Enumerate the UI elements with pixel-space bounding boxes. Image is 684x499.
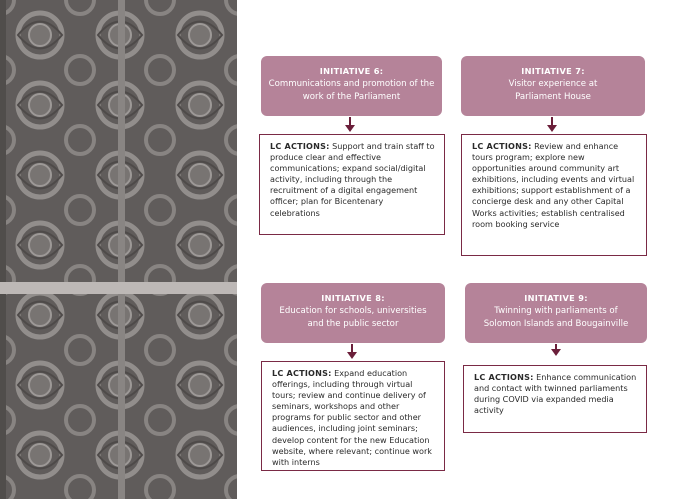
initiative-6-arrow <box>345 117 355 132</box>
initiative-7-actions-text: Review and enhance tours program; explor… <box>472 141 635 229</box>
initiative-8-actions: LC ACTIONS: Expand education offerings, … <box>261 361 445 471</box>
initiative-7-arrow <box>547 117 557 132</box>
initiative-9-title: INITIATIVE 9: <box>524 293 588 303</box>
initiative-8-arrow <box>347 344 357 359</box>
initiative-6-header: INITIATIVE 6: Communications and promoti… <box>261 56 442 116</box>
initiative-7-subtitle: Visitor experience at Parliament House <box>508 79 598 102</box>
initiative-7-title: INITIATIVE 7: <box>521 66 585 76</box>
initiative-6-actions: LC ACTIONS: Support and train staff to p… <box>259 134 445 235</box>
initiative-8-header: INITIATIVE 8: Education for schools, uni… <box>261 283 445 343</box>
initiative-8-subtitle: Education for schools, universities and … <box>279 306 427 329</box>
initiative-6-title: INITIATIVE 6: <box>319 66 384 76</box>
initiative-9-actions: LC ACTIONS: Enhance communication and co… <box>463 365 647 433</box>
initiative-6-actions-label: LC ACTIONS: <box>270 141 330 151</box>
initiative-7-actions: LC ACTIONS: Review and enhance tours pro… <box>461 134 647 256</box>
initiative-9-subtitle: Twinning with parliaments of Solomon Isl… <box>483 306 629 329</box>
initiative-6-subtitle: Communications and promotion of the work… <box>268 79 435 102</box>
ornate-grille-photo <box>0 0 237 499</box>
initiative-7-header: INITIATIVE 7: Visitor experience at Parl… <box>461 56 645 116</box>
initiative-8-actions-text: Expand education offerings, including th… <box>272 368 432 467</box>
initiative-9-actions-label: LC ACTIONS: <box>474 372 534 382</box>
initiative-8-title: INITIATIVE 8: <box>321 293 385 303</box>
initiative-9-arrow <box>551 344 561 356</box>
initiative-9-header: INITIATIVE 9: Twinning with parliaments … <box>465 283 647 343</box>
initiative-8-actions-label: LC ACTIONS: <box>272 368 332 378</box>
initiative-7-actions-label: LC ACTIONS: <box>472 141 532 151</box>
initiative-9-actions-text: Enhance communication and contact with t… <box>474 372 637 416</box>
initiative-6-actions-text: Support and train staff to produce clear… <box>270 141 435 218</box>
